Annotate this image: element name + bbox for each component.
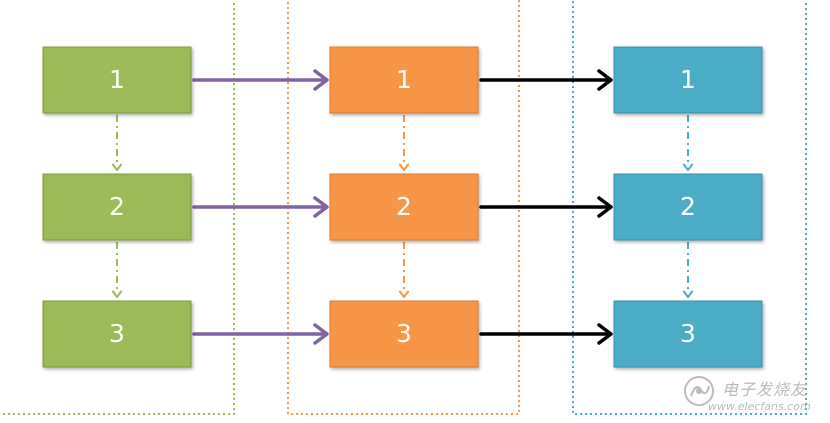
box-shape-blue-1 — [613, 46, 763, 114]
connector-arrowhead-green-3 — [111, 290, 123, 298]
box-shape-green-2 — [42, 173, 192, 241]
arrowhead-stage2-row2 — [597, 196, 613, 218]
box-shape-blue-2 — [613, 173, 763, 241]
box-shape-orange-2 — [329, 173, 479, 241]
box-green-2: 2 — [42, 173, 192, 241]
arrowhead-stage1-row1 — [313, 69, 329, 91]
box-label-orange-1: 1 — [396, 65, 412, 94]
box-orange-2: 2 — [329, 173, 479, 241]
column-frame-orange — [287, 0, 520, 415]
box-label-blue-1: 1 — [680, 65, 696, 94]
box-label-blue-3: 3 — [680, 319, 696, 348]
connector-arrowhead-orange-3 — [398, 290, 410, 298]
box-label-green-3: 3 — [109, 319, 125, 348]
watermark-name: 电子发烧友 — [722, 380, 808, 399]
box-shape-orange-1 — [329, 46, 479, 114]
box-label-orange-2: 2 — [396, 192, 412, 221]
box-label-orange-3: 3 — [396, 319, 412, 348]
box-label-green-2: 2 — [109, 192, 125, 221]
arrowhead-stage2-row1 — [597, 69, 613, 91]
box-label-blue-2: 2 — [680, 192, 696, 221]
box-label-green-1: 1 — [109, 65, 125, 94]
watermark-url: www.elecfans.com — [708, 400, 811, 413]
arrowhead-stage2-row3 — [597, 323, 613, 345]
box-blue-2: 2 — [613, 173, 763, 241]
box-green-3: 3 — [42, 300, 192, 368]
arrowhead-stage1-row3 — [313, 323, 329, 345]
box-blue-1: 1 — [613, 46, 763, 114]
box-orange-3: 3 — [329, 300, 479, 368]
box-blue-3: 3 — [613, 300, 763, 368]
box-shape-blue-3 — [613, 300, 763, 368]
column-frame-blue — [572, 0, 807, 415]
column-frame-green — [0, 0, 235, 415]
box-shape-green-1 — [42, 46, 192, 114]
arrowhead-stage1-row2 — [313, 196, 329, 218]
connector-arrowhead-blue-2 — [682, 163, 694, 171]
connector-arrowhead-orange-2 — [398, 163, 410, 171]
connector-arrowhead-green-2 — [111, 163, 123, 171]
box-shape-green-3 — [42, 300, 192, 368]
box-shape-orange-3 — [329, 300, 479, 368]
box-orange-1: 1 — [329, 46, 479, 114]
box-green-1: 1 — [42, 46, 192, 114]
elecfans-logo-icon — [684, 376, 714, 406]
watermark: 电子发烧友 www.elecfans.com — [680, 370, 830, 420]
connector-arrowhead-blue-3 — [682, 290, 694, 298]
